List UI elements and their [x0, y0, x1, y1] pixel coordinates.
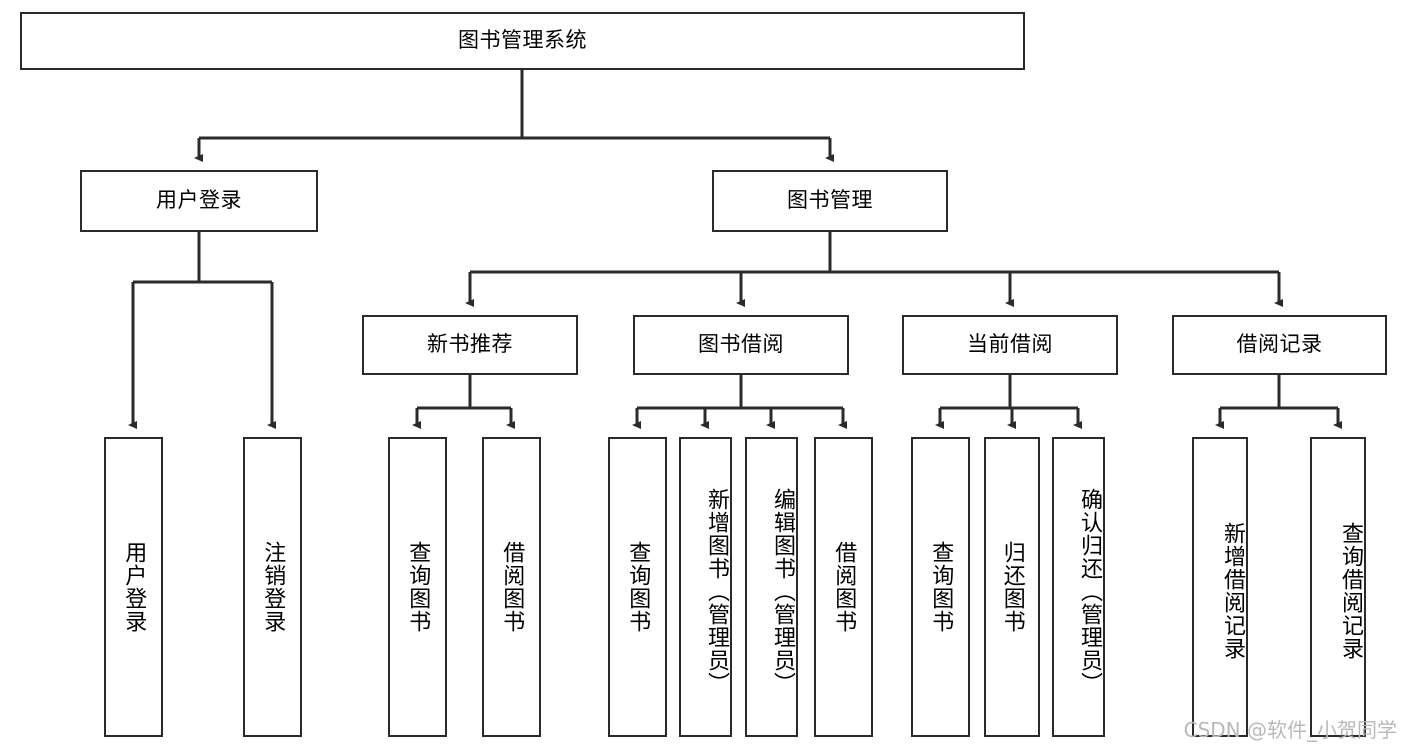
- edge-user-login-to-leaves: [128, 232, 276, 429]
- node-leaf-query-borrow-record[interactable]: 查询借阅记录: [1310, 437, 1366, 737]
- node-leaf-borrow-book-1[interactable]: 借阅图书: [482, 437, 541, 737]
- node-book-borrow-label: 图书借阅: [698, 332, 784, 357]
- node-leaf-edit-book-admin-label: 编辑图书（管理员）: [770, 487, 795, 695]
- node-leaf-add-borrow-record[interactable]: 新增借阅记录: [1192, 437, 1248, 737]
- node-book-manage-label: 图书管理: [787, 188, 873, 213]
- node-borrow-record[interactable]: 借阅记录: [1172, 315, 1387, 375]
- node-leaf-query-book-2[interactable]: 查询图书: [608, 437, 667, 737]
- node-root-label: 图书管理系统: [458, 28, 587, 53]
- node-leaf-add-book-admin[interactable]: 新增图书（管理员）: [679, 437, 732, 737]
- node-leaf-borrow-book-1-label: 借阅图书: [499, 541, 525, 633]
- node-leaf-query-book-3-label: 查询图书: [928, 541, 954, 633]
- node-leaf-return-book-label: 归还图书: [999, 541, 1025, 633]
- node-leaf-edit-book-admin[interactable]: 编辑图书（管理员）: [745, 437, 798, 737]
- node-user-login[interactable]: 用户登录: [80, 170, 318, 232]
- node-current-borrow[interactable]: 当前借阅: [902, 315, 1118, 375]
- node-leaf-borrow-book-2-label: 借阅图书: [831, 541, 857, 633]
- node-root[interactable]: 图书管理系统: [20, 12, 1025, 70]
- node-user-login-label: 用户登录: [156, 188, 242, 213]
- node-leaf-user-logout[interactable]: 注销登录: [243, 437, 302, 737]
- node-leaf-add-book-admin-label: 新增图书（管理员）: [704, 487, 729, 695]
- node-book-borrow[interactable]: 图书借阅: [633, 315, 849, 375]
- node-leaf-add-borrow-record-label: 新增借阅记录: [1220, 522, 1245, 660]
- watermark-text: CSDN @软件_小贺同学: [1183, 718, 1397, 742]
- edge-book-borrow-to-leaves: [632, 375, 847, 429]
- edge-new-book-recommend-to-leaves: [412, 375, 515, 429]
- edge-book-manage-to-level3: [465, 232, 1283, 307]
- node-borrow-record-label: 借阅记录: [1236, 332, 1323, 357]
- node-leaf-confirm-return-admin-label: 确认归还（管理员）: [1077, 487, 1102, 695]
- node-book-manage[interactable]: 图书管理: [712, 170, 948, 232]
- node-leaf-query-book-1[interactable]: 查询图书: [388, 437, 447, 737]
- node-leaf-confirm-return-admin[interactable]: 确认归还（管理员）: [1052, 437, 1105, 737]
- node-new-book-recommend-label: 新书推荐: [427, 332, 513, 357]
- edge-borrow-record-to-leaves: [1215, 375, 1342, 429]
- node-leaf-query-book-2-label: 查询图书: [625, 541, 651, 633]
- node-leaf-user-login-label: 用户登录: [121, 541, 147, 633]
- node-leaf-user-logout-label: 注销登录: [260, 541, 286, 633]
- node-new-book-recommend[interactable]: 新书推荐: [362, 315, 578, 375]
- node-leaf-borrow-book-2[interactable]: 借阅图书: [814, 437, 873, 737]
- edge-root-to-level2: [194, 70, 834, 162]
- node-leaf-query-borrow-record-label: 查询借阅记录: [1338, 522, 1363, 660]
- node-leaf-user-login[interactable]: 用户登录: [104, 437, 163, 737]
- node-current-borrow-label: 当前借阅: [967, 332, 1053, 357]
- node-leaf-query-book-3[interactable]: 查询图书: [911, 437, 970, 737]
- node-leaf-query-book-1-label: 查询图书: [405, 541, 431, 633]
- node-leaf-return-book[interactable]: 归还图书: [984, 437, 1040, 737]
- edge-current-borrow-to-leaves: [935, 375, 1082, 429]
